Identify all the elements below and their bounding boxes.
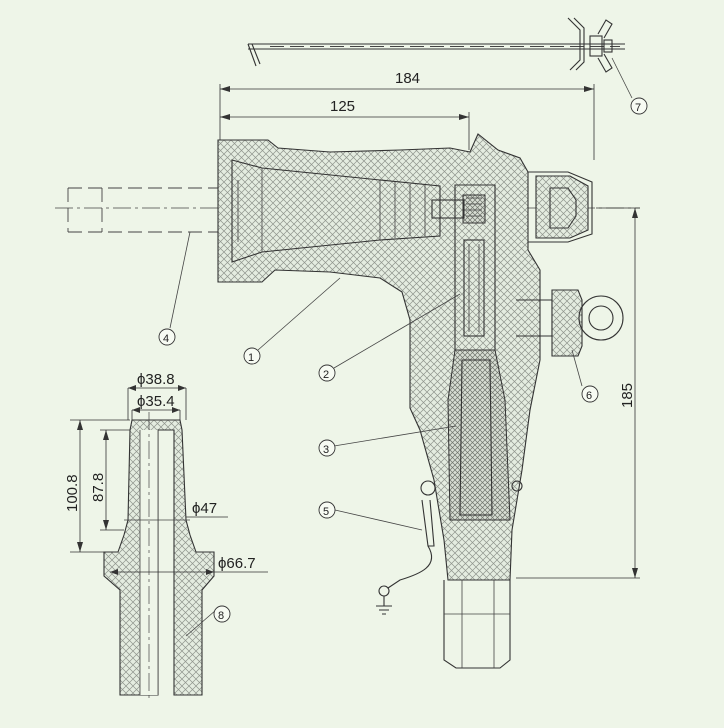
dim-87-8-label: 87.8 (90, 473, 107, 502)
callout-4: 4 (158, 328, 176, 346)
callout-6-label: 6 (586, 390, 592, 402)
dim-125-label: 125 (330, 98, 355, 115)
callout-7: 7 (630, 97, 648, 115)
callout-1-label: 1 (248, 352, 254, 364)
dimension-184: 184 (219, 70, 595, 160)
callout-3: 3 (318, 439, 336, 457)
phi47-label: ϕ47 (192, 500, 217, 517)
phi35-4-label: ϕ35.4 (137, 393, 175, 410)
grounding-eye (516, 289, 624, 357)
callout-6: 6 (581, 385, 599, 403)
dim-185-label: 185 (619, 383, 636, 408)
callout-3-label: 3 (323, 444, 329, 456)
leader-lines (169, 57, 633, 637)
elbow-body (217, 133, 541, 581)
dimension-125: 125 (220, 98, 470, 150)
capacitive-test-point (528, 171, 593, 243)
callout-2-label: 2 (323, 369, 329, 381)
dimension-185: 185 (516, 207, 640, 579)
callout-8: 8 (213, 605, 231, 623)
callout-8-label: 8 (218, 610, 224, 622)
dim-100-8-label: 100.8 (64, 474, 81, 512)
ground-wire (376, 480, 523, 615)
callout-4-label: 4 (163, 333, 169, 345)
phi38-8-label: ϕ38.8 (137, 371, 175, 388)
phi66-7-label: ϕ66.7 (218, 555, 256, 572)
callout-5: 5 (318, 501, 336, 519)
contact-stud (431, 194, 486, 337)
callout-1: 1 (243, 347, 261, 365)
rod-assembly (247, 17, 625, 73)
dim-184-label: 184 (395, 70, 420, 87)
callout-5-label: 5 (323, 506, 329, 518)
cable-lower (443, 580, 511, 669)
callout-2: 2 (318, 364, 336, 382)
callout-7-label: 7 (635, 102, 641, 114)
cross-section-detail: ϕ38.8 ϕ35.4 ϕ47 ϕ66.7 100.8 87.8 (64, 371, 268, 700)
